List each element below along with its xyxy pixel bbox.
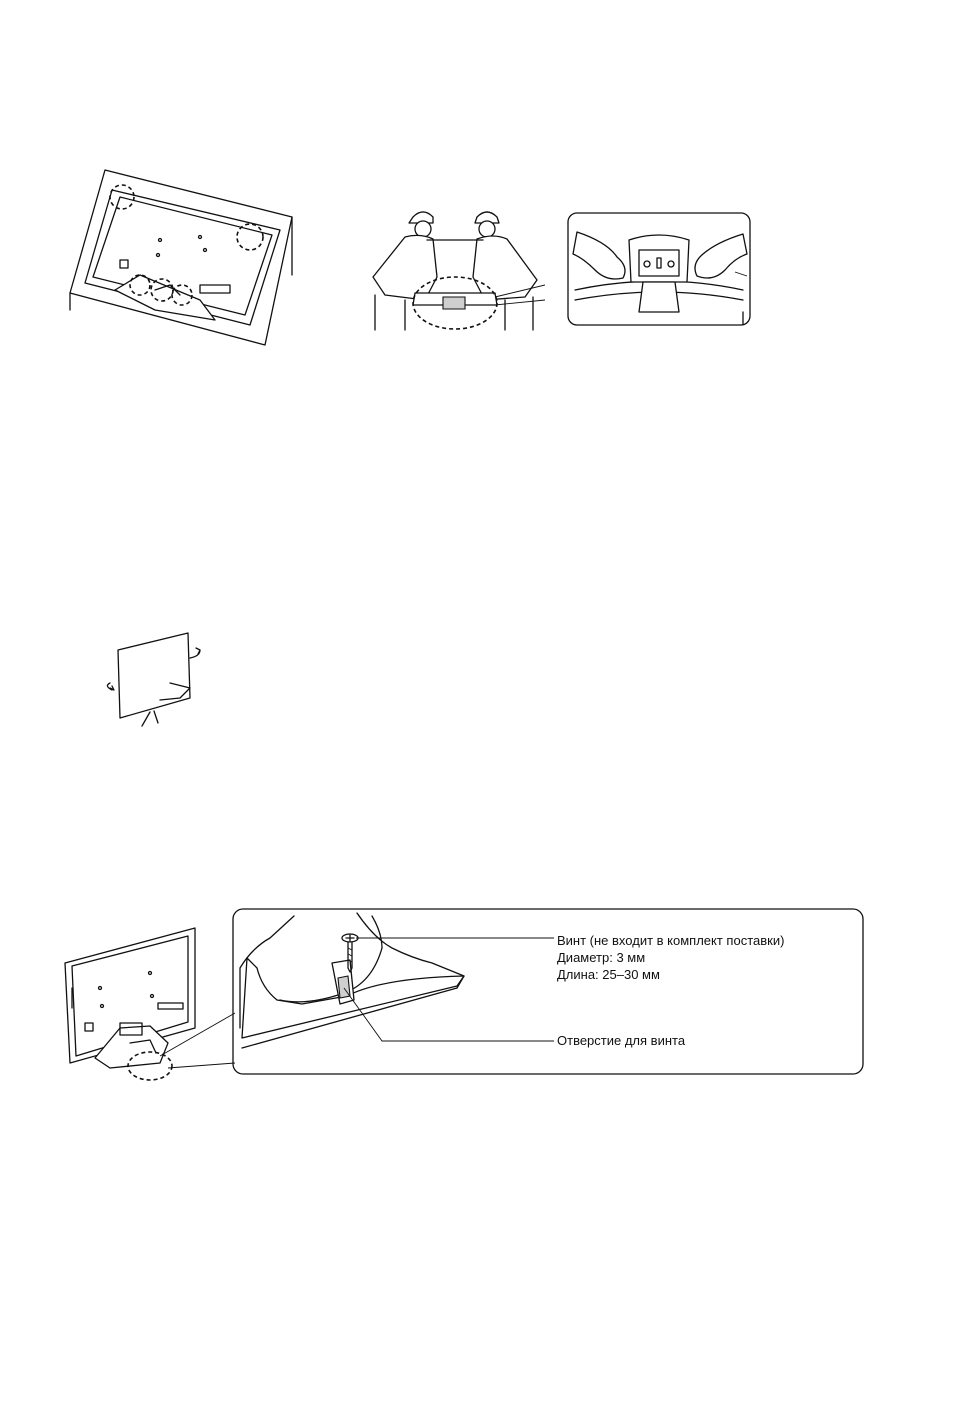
- figure-hands-zoom: [567, 212, 751, 326]
- tv-face-down-illustration: [60, 165, 300, 350]
- figure-tv-rear-small: [60, 918, 235, 1083]
- right-hand: [695, 234, 747, 278]
- two-people-lifting-illustration: [365, 205, 545, 335]
- figure-two-people-lifting: [365, 205, 545, 335]
- left-hand: [573, 232, 625, 279]
- tv-rear-illustration: [60, 918, 235, 1083]
- hole-label: Отверстие для винта: [557, 1033, 685, 1049]
- tv-rotate-illustration: [100, 628, 210, 728]
- screw-label-line1: Винт (не входит в комплект поставки): [557, 933, 784, 949]
- figure-tv-face-down: [60, 165, 300, 350]
- screw-label-line3: Длина: 25–30 мм: [557, 967, 660, 983]
- screw-label-line2: Диаметр: 3 мм: [557, 950, 645, 966]
- figure-tv-rotate: [100, 628, 210, 728]
- hands-zoom-illustration: [567, 212, 751, 326]
